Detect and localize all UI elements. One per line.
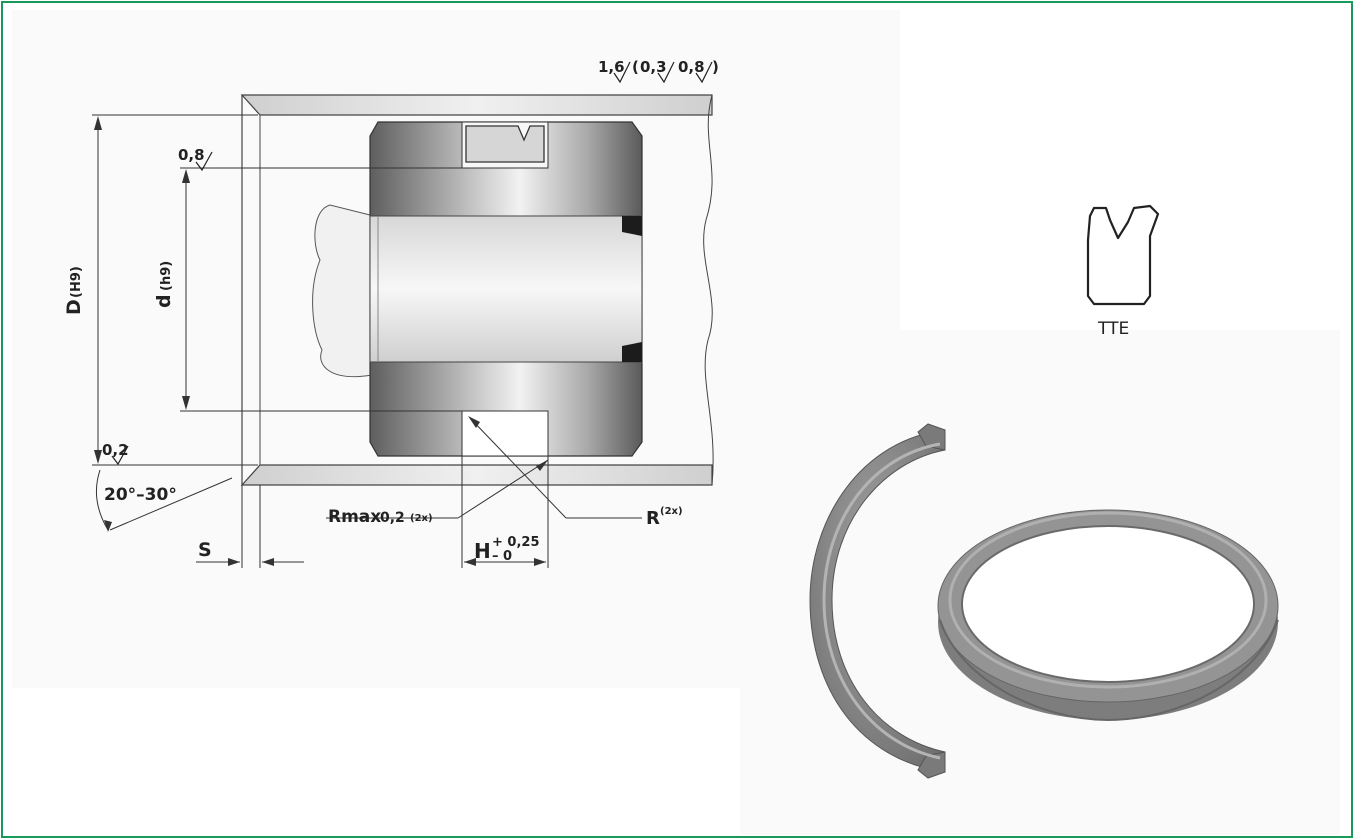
surface-finish-right: 0,8: [678, 58, 705, 76]
seal-section-installed: [465, 125, 545, 163]
dimension-arrows: [94, 116, 548, 566]
dim-d-tolerance: (h9): [159, 261, 174, 291]
dim-D-text: D: [63, 299, 85, 315]
dim-D-label: D (H9): [63, 266, 85, 315]
surface-finish-mid: 0,3: [640, 58, 667, 76]
full-ring-seal-photo: [937, 509, 1279, 722]
surface-finish-paren-close: ): [712, 58, 719, 76]
rmax-value: 0,2: [380, 510, 405, 526]
surface-finish-bottom: 0,2: [102, 441, 129, 459]
cylinder-bore: [240, 94, 714, 486]
dim-d-text: d: [153, 294, 175, 308]
surface-finish-paren-open: (: [632, 58, 639, 76]
piston-rod: [312, 204, 373, 377]
h-tolerance-minus: – 0: [492, 549, 512, 564]
dim-d-label: d (h9): [153, 261, 175, 308]
piston-body: [369, 121, 643, 457]
rmax-count: (2x): [410, 513, 433, 524]
tte-profile-icon: [1086, 204, 1160, 306]
dim-S-label: S: [198, 539, 212, 561]
h-label: H: [474, 539, 491, 563]
h-tolerance-plus: + 0,25: [492, 535, 540, 550]
r-count: (2x): [660, 506, 683, 517]
dimension-lines: [92, 114, 642, 568]
r-label: R: [646, 508, 660, 529]
half-ring-seal-photo: [809, 423, 946, 779]
seal-groove-bottom: [461, 410, 549, 457]
surface-finish-symbols: [111, 61, 713, 466]
surface-finish-d: 0,8: [178, 146, 205, 164]
dim-D-tolerance: (H9): [69, 266, 84, 298]
profile-name: TTE: [1097, 319, 1129, 339]
rmax-label: Rmax: [328, 507, 381, 527]
chamfer-angle-label: 20°–30°: [104, 485, 177, 505]
surface-finish-top: 1,6: [598, 58, 625, 76]
